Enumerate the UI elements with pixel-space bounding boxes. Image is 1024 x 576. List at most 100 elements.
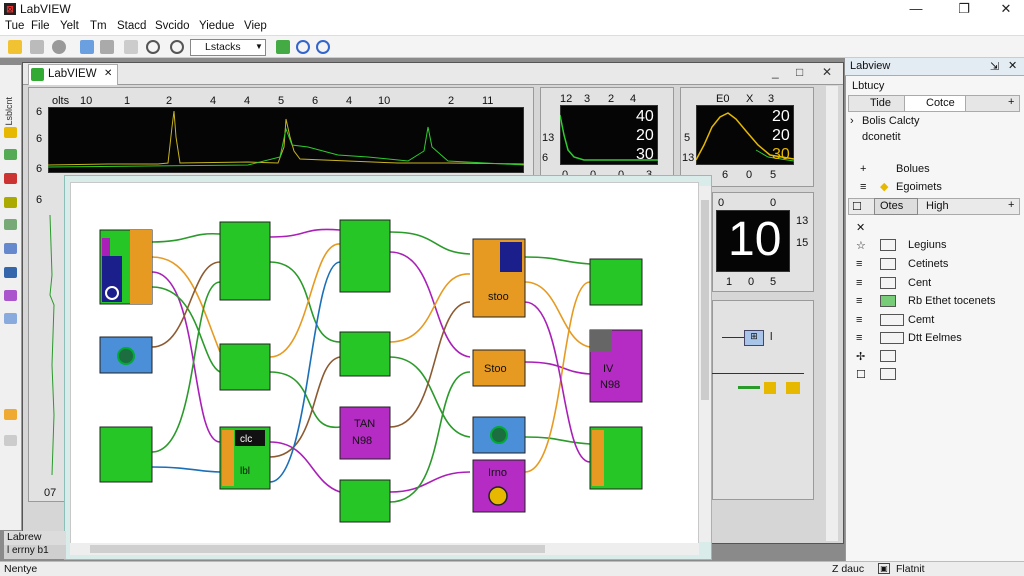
palette-item[interactable]: Cemt: [908, 314, 935, 326]
node-navy[interactable]: [102, 256, 122, 302]
palette-item[interactable]: Cetinets: [908, 258, 949, 270]
menu-item-file[interactable]: File: [31, 20, 50, 32]
status-zoom[interactable]: Z dauc: [832, 563, 865, 575]
menu-item-tue[interactable]: Tue: [5, 20, 25, 32]
operate-tool-icon[interactable]: [4, 127, 17, 138]
terminal-icon[interactable]: [786, 382, 800, 394]
tree-item[interactable]: Bolis Calcty: [862, 115, 920, 127]
tree-item[interactable]: Egoimets: [896, 181, 942, 193]
tab-labview[interactable]: [28, 64, 118, 85]
menu-item-yelt[interactable]: Yelt: [60, 20, 79, 32]
chevron-down-icon[interactable]: ▼: [255, 42, 263, 51]
node-orange-strip[interactable]: [222, 430, 234, 486]
indicator-side-label: 13: [796, 215, 809, 227]
star-icon: ☆: [856, 240, 866, 252]
shortcut-tool-icon[interactable]: [4, 435, 17, 446]
node-orange-strip[interactable]: [130, 230, 152, 304]
control-icon: [880, 277, 896, 289]
minimize-button[interactable]: —: [909, 1, 923, 16]
numeric-indicator[interactable]: [716, 210, 790, 272]
close-button[interactable]: ✕: [1000, 1, 1012, 16]
palette-item[interactable]: Legiuns: [908, 239, 947, 251]
project-vscroll[interactable]: [826, 86, 838, 541]
menu-item-svcido[interactable]: Svcido: [155, 20, 190, 32]
tab-close-icon[interactable]: ✕: [104, 68, 113, 79]
abort-icon[interactable]: [124, 40, 138, 54]
terminal-icon[interactable]: [764, 382, 776, 394]
vi-minimize-button[interactable]: _: [772, 65, 779, 79]
block-diagram-vscroll-thumb[interactable]: [701, 200, 709, 400]
tab-cotce[interactable]: Cotce: [926, 97, 955, 109]
palette-item[interactable]: Cent: [908, 277, 932, 289]
project-tab-active[interactable]: [904, 95, 966, 112]
node-orange-strip[interactable]: [592, 430, 604, 486]
tree-item[interactable]: Bolues: [896, 163, 930, 175]
breakpoint-tool-icon[interactable]: [4, 267, 17, 278]
boolean-control[interactable]: ⊞: [744, 330, 764, 346]
add-icon[interactable]: +: [1008, 199, 1015, 211]
small-chart-2-value: 20: [772, 108, 790, 125]
maximize-button[interactable]: ❐: [958, 1, 970, 16]
node-green[interactable]: [339, 219, 391, 293]
chart-y-label: 6: [36, 194, 43, 206]
node-orange[interactable]: [472, 349, 526, 387]
node-green[interactable]: [219, 221, 271, 301]
node-green[interactable]: [589, 258, 643, 306]
label-tool-icon[interactable]: [4, 243, 17, 254]
find-icon[interactable]: [296, 40, 310, 54]
node-blue[interactable]: [472, 416, 526, 454]
project-panel-subtitle: Lbtucy: [852, 80, 885, 92]
node-dark[interactable]: [235, 430, 265, 446]
save-icon[interactable]: [30, 40, 44, 54]
palette-item[interactable]: Dtt Eelmes: [908, 332, 962, 344]
vi-close-button[interactable]: ✕: [822, 65, 833, 79]
wire: [524, 281, 591, 348]
project-panel-close-icon[interactable]: ✕: [1008, 60, 1018, 72]
menu-item-stacd[interactable]: Stacd: [117, 20, 147, 32]
zoom-icon[interactable]: [170, 40, 184, 54]
node-purple[interactable]: [339, 406, 391, 460]
node-green[interactable]: [99, 426, 153, 483]
node-navy-strip[interactable]: [500, 242, 522, 272]
menu-item-tm[interactable]: Tm: [90, 20, 107, 32]
grid-icon[interactable]: [100, 40, 114, 54]
menu-item-viep[interactable]: Viep: [244, 20, 267, 32]
get-color-tool-icon[interactable]: [4, 409, 17, 420]
palette-item[interactable]: Rb Ethet tocenets: [908, 295, 996, 307]
menu-item-yiedue[interactable]: Yiedue: [199, 20, 235, 32]
waveform-chart-screen[interactable]: [48, 107, 524, 173]
node-green[interactable]: [339, 479, 391, 523]
color-tool-icon[interactable]: [4, 219, 17, 230]
tab-tide[interactable]: Tide: [870, 97, 891, 109]
tab-high[interactable]: High: [926, 200, 949, 212]
small-chart-2-screen[interactable]: [696, 105, 794, 165]
run-icon[interactable]: [52, 40, 66, 54]
select-tool-icon[interactable]: [4, 313, 17, 324]
block-diagram-hscroll-thumb[interactable]: [90, 545, 545, 553]
tree-item[interactable]: dconetit: [862, 131, 901, 143]
node-grey[interactable]: [590, 330, 612, 352]
tab-otes[interactable]: Otes: [880, 200, 904, 212]
wire-tool-icon[interactable]: [4, 149, 17, 160]
position-tool-icon[interactable]: [4, 290, 17, 301]
zoom-in-icon[interactable]: [316, 40, 330, 54]
palette-tab-active[interactable]: [874, 198, 918, 215]
scroll-tool-icon[interactable]: [4, 173, 17, 184]
node-label: Stoo: [484, 363, 507, 375]
small-chart-1-screen[interactable]: [560, 105, 658, 165]
node-purple-strip[interactable]: [102, 238, 110, 256]
add-icon[interactable]: +: [1008, 96, 1015, 108]
tree-expand-icon[interactable]: ›: [850, 115, 854, 127]
node-green[interactable]: [339, 331, 391, 377]
probe-tool-icon[interactable]: [4, 197, 17, 208]
font-dropdown[interactable]: Lstacks: [190, 39, 266, 56]
node-green[interactable]: [219, 343, 271, 391]
align-icon[interactable]: [276, 40, 290, 54]
small-chart-2-trace: [696, 112, 794, 161]
vi-maximize-button[interactable]: □: [796, 65, 804, 79]
checkbox-icon[interactable]: ☐: [852, 201, 862, 213]
open-folder-icon[interactable]: [8, 40, 22, 54]
copy-icon[interactable]: [80, 40, 94, 54]
pin-icon[interactable]: ⇲: [990, 61, 1000, 73]
search-icon[interactable]: [146, 40, 160, 54]
